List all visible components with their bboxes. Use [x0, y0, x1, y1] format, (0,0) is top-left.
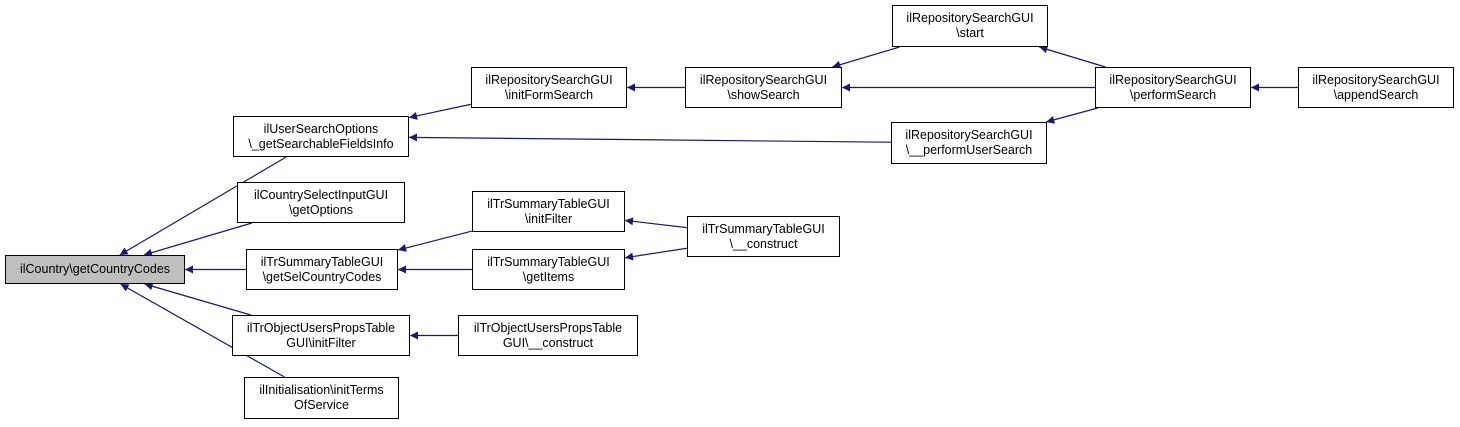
node-trs-gscc-line-1: ilTrSummaryTableGUI [260, 254, 384, 269]
node-tro-if[interactable]: ilTrObjectUsersPropsTable GUI\initFilter [232, 315, 410, 356]
node-rs-ss-line-2: \showSearch [727, 87, 800, 102]
node-trs-if-line-1: ilTrSummaryTableGUI [487, 196, 610, 211]
node-trs-if[interactable]: ilTrSummaryTableGUI \initFilter [472, 191, 625, 232]
edge-trs_if-to-trs_gscc [397, 230, 473, 252]
edge-uso_gsfi-to-root [119, 156, 287, 256]
edge-tro_if-to-root [144, 282, 251, 316]
edge-rs_pus-to-uso_gsfi [408, 133, 892, 143]
node-init-tos[interactable]: ilInitialisation\initTerms OfService [244, 377, 399, 419]
node-root-line-1: ilCountry\getCountryCodes [19, 262, 171, 276]
node-rs-pus-line-2: \__performUserSearch [905, 143, 1033, 157]
node-trs-c[interactable]: ilTrSummaryTableGUI \__construct [687, 216, 840, 257]
node-uso-gsfi-line-1: ilUserSearchOptions [263, 121, 379, 136]
node-init-tos-line-1: ilInitialisation\initTerms [259, 383, 384, 397]
node-csig-go-line-2: \getOptions [289, 202, 353, 217]
node-csig-go-line-1: ilCountrySelectInputGUI [253, 187, 389, 202]
edge-rs_ifs-to-uso_gsfi [408, 103, 472, 120]
node-rs-ps-line-2: \performSearch [1129, 87, 1217, 102]
node-trs-c-line-2: \__construct [729, 236, 798, 251]
node-csig-go[interactable]: ilCountrySelectInputGUI \getOptions [237, 182, 405, 223]
node-rs-ps-line-1: ilRepositorySearchGUI [1109, 72, 1237, 87]
node-rs-as[interactable]: ilRepositorySearchGUI \appendSearch [1298, 67, 1454, 108]
node-trs-gi-line-2: \getItems [522, 269, 575, 284]
node-tro-c[interactable]: ilTrObjectUsersPropsTable GUI\__construc… [458, 315, 638, 356]
node-rs-ps[interactable]: ilRepositorySearchGUI \performSearch [1095, 67, 1251, 108]
node-tro-c-line-1: ilTrObjectUsersPropsTable [473, 320, 623, 335]
edge-init_tos-to-root [120, 283, 285, 378]
node-rs-ss-line-1: ilRepositorySearchGUI [699, 72, 828, 87]
node-rs-ifs[interactable]: ilRepositorySearchGUI \initFormSearch [471, 67, 627, 108]
node-rs-start[interactable]: ilRepositorySearchGUI \start [892, 5, 1048, 47]
node-rs-ifs-line-1: ilRepositorySearchGUI [485, 72, 613, 87]
edge-rs_ps-to-rs_pus [1046, 107, 1098, 124]
node-init-tos-line-2: OfService [294, 398, 349, 412]
node-trs-gscc[interactable]: ilTrSummaryTableGUI \getSelCountryCodes [246, 249, 398, 290]
edge-rs_start-to-rs_ss [832, 46, 900, 69]
edge-trs_c-to-trs_if [624, 217, 688, 229]
node-trs-if-line-2: \initFilter [524, 211, 573, 226]
node-rs-pus-line-1: ilRepositorySearchGUI [905, 128, 1033, 142]
node-root: ilCountry\getCountryCodes [5, 255, 185, 284]
node-rs-as-line-2: \appendSearch [1333, 87, 1419, 102]
edge-rs_ps-to-rs_start [1039, 45, 1106, 68]
node-rs-start-line-2: \start [956, 26, 984, 40]
node-uso-gsfi-line-2: \_getSearchableFieldsInfo [248, 136, 394, 151]
node-uso-gsfi[interactable]: ilUserSearchOptions \_getSearchableField… [233, 116, 409, 157]
node-tro-if-line-2: GUI\initFilter [286, 335, 356, 350]
node-trs-gi-line-1: ilTrSummaryTableGUI [487, 254, 610, 269]
node-rs-ifs-line-2: \initFormSearch [504, 87, 594, 102]
node-trs-gi[interactable]: ilTrSummaryTableGUI \getItems [472, 249, 625, 290]
node-rs-start-line-1: ilRepositorySearchGUI [906, 11, 1034, 25]
edge-trs_c-to-trs_gi [624, 247, 688, 261]
node-rs-as-line-1: ilRepositorySearchGUI [1312, 72, 1440, 87]
node-tro-c-line-2: GUI\__construct [502, 335, 594, 350]
node-trs-c-line-1: ilTrSummaryTableGUI [702, 221, 825, 236]
node-rs-pus[interactable]: ilRepositorySearchGUI \__performUserSear… [891, 122, 1047, 164]
edge-csig_go-to-root [143, 222, 253, 257]
node-trs-gscc-line-2: \getSelCountryCodes [262, 269, 382, 284]
node-rs-ss[interactable]: ilRepositorySearchGUI \showSearch [685, 67, 842, 108]
node-tro-if-line-1: ilTrObjectUsersPropsTable [246, 320, 396, 335]
